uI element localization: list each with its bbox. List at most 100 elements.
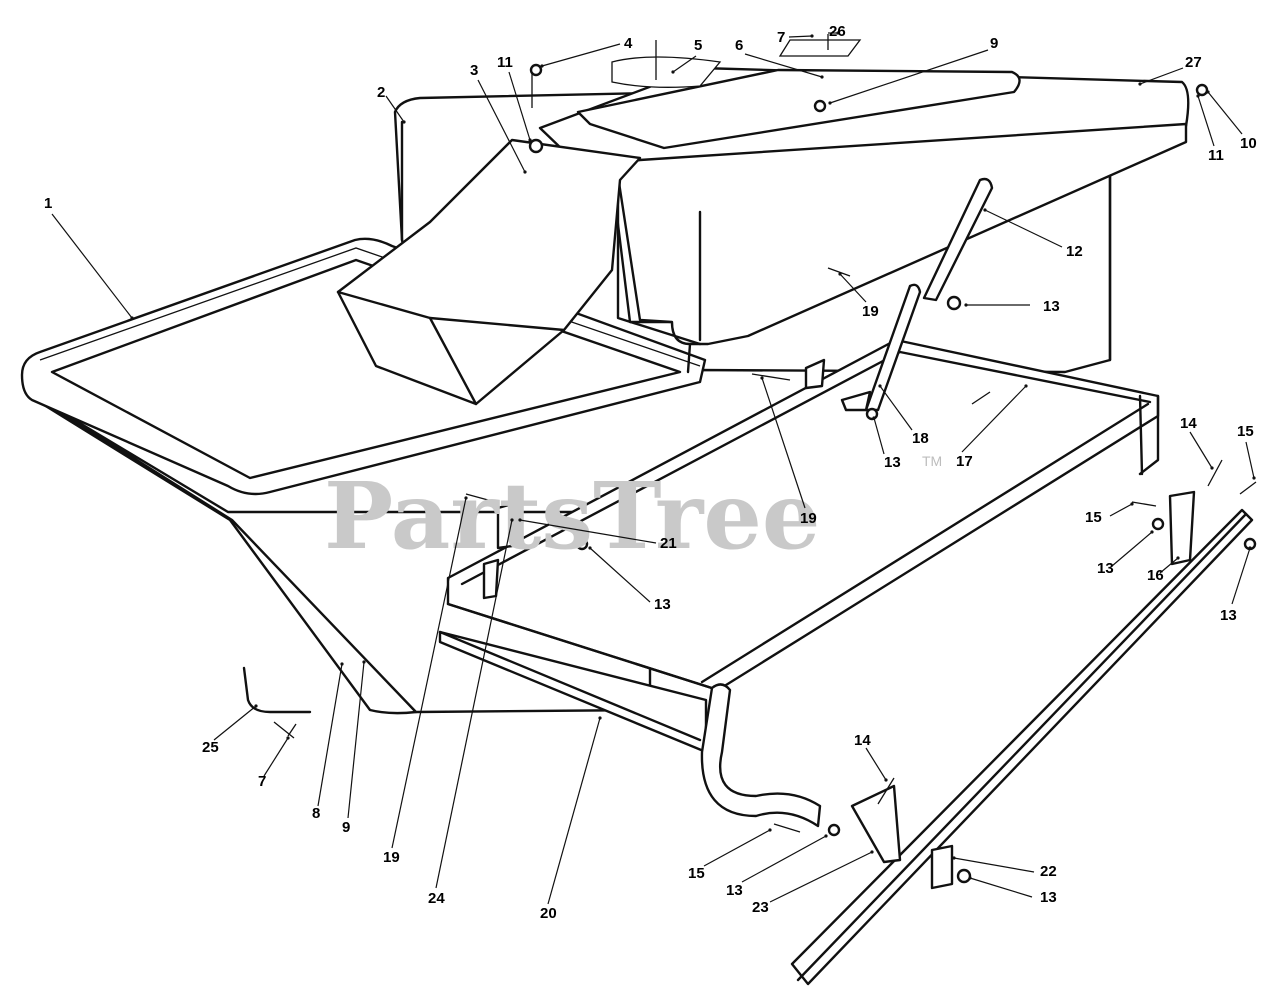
callout-leader-7 — [263, 737, 289, 777]
callout-leader-13 — [589, 547, 651, 603]
callout-label-19: 19 — [383, 849, 400, 866]
callout-leader-end-25 — [254, 704, 258, 708]
callout-leader-end-8 — [340, 662, 344, 666]
callout-leader-24 — [435, 519, 513, 889]
callout-leader-13 — [1231, 547, 1251, 605]
callout-leader-end-20 — [598, 716, 602, 720]
callout-leader-20 — [547, 717, 601, 905]
callout-leader-27 — [1139, 67, 1184, 85]
callout-label-11: 11 — [1208, 147, 1224, 164]
callout-label-15: 15 — [1085, 509, 1102, 526]
callout-leader-end-9 — [362, 660, 366, 664]
callout-leader-16 — [1159, 557, 1179, 574]
callout-label-13: 13 — [1097, 560, 1114, 577]
callout-leader-end-15 — [1130, 502, 1134, 506]
callout-leader-end-2 — [402, 120, 406, 124]
callout-leader-end-13 — [588, 546, 592, 550]
callout-label-17: 17 — [956, 453, 973, 470]
callout-label-19: 19 — [862, 303, 879, 320]
callout-leader-end-12 — [983, 208, 987, 212]
callout-leader-5 — [672, 55, 697, 73]
callout-leader-end-7 — [286, 736, 290, 740]
callout-label-16: 16 — [1147, 567, 1164, 584]
callout-label-22: 22 — [1040, 863, 1057, 880]
callout-leader-14 — [1189, 431, 1213, 469]
callout-leader-end-26 — [836, 31, 840, 35]
callout-leader-end-1 — [130, 316, 134, 320]
callout-label-2: 2 — [377, 84, 385, 101]
callout-label-21: 21 — [660, 535, 677, 552]
callout-leader-18 — [879, 385, 913, 431]
callout-label-14: 14 — [1180, 415, 1197, 432]
callout-leader-end-14 — [884, 778, 888, 782]
callout-label-19: 19 — [800, 510, 817, 527]
callout-label-11: 11 — [497, 54, 513, 71]
callout-leader-15 — [703, 829, 771, 867]
callout-leader-9 — [347, 661, 365, 819]
callout-leader-end-21 — [518, 518, 522, 522]
callout-leader-end-14 — [1210, 466, 1214, 470]
callout-leader-7 — [788, 35, 813, 38]
support-arms — [840, 177, 994, 412]
callout-label-15: 15 — [1237, 423, 1254, 440]
callout-label-24: 24 — [428, 890, 445, 907]
callout-leader-end-13 — [824, 834, 828, 838]
callout-leader-13 — [1111, 531, 1153, 567]
watermark-text: PartsTree — [324, 462, 820, 570]
hitch-brackets — [850, 490, 1196, 890]
callout-leader-end-13 — [1150, 530, 1154, 534]
callout-leader-15 — [1245, 441, 1255, 479]
callout-leader-11 — [508, 71, 531, 141]
callout-label-13: 13 — [884, 454, 901, 471]
callout-leader-end-13 — [964, 303, 968, 307]
hopper-lid — [538, 39, 1190, 374]
callout-leaders — [51, 31, 1256, 905]
callout-label-13: 13 — [654, 596, 671, 613]
callout-label-8: 8 — [312, 805, 320, 822]
callout-label-12: 12 — [1066, 243, 1083, 260]
callout-leader-19 — [761, 377, 806, 509]
callout-label-1: 1 — [44, 195, 52, 212]
callout-leader-8 — [317, 663, 343, 807]
callout-leader-end-6 — [820, 75, 824, 79]
callout-leader-14 — [865, 747, 887, 781]
callout-leader-end-7 — [810, 34, 814, 38]
callout-leader-end-3 — [523, 170, 527, 174]
callout-label-20: 20 — [540, 905, 557, 922]
callout-leader-11 — [1197, 95, 1215, 147]
callout-leader-end-11 — [528, 138, 532, 142]
callout-leader-10 — [1207, 91, 1243, 135]
callout-leader-end-22 — [952, 856, 956, 860]
callout-leader-15 — [1109, 503, 1133, 517]
callout-label-4: 4 — [624, 35, 633, 52]
callout-leader-13 — [873, 417, 885, 455]
callout-label-13: 13 — [726, 882, 743, 899]
callout-leader-end-15 — [1252, 476, 1256, 480]
callout-leader-2 — [385, 95, 405, 123]
callout-label-23: 23 — [752, 899, 769, 916]
callout-label-14: 14 — [854, 732, 871, 749]
bumper-bar — [790, 508, 1254, 986]
callout-leader-end-4 — [540, 64, 544, 68]
callout-leader-6 — [744, 53, 823, 78]
callout-label-9: 9 — [342, 819, 350, 836]
callout-leader-end-11 — [1196, 94, 1200, 98]
callout-label-7: 7 — [258, 773, 266, 790]
callout-leader-end-24 — [510, 518, 514, 522]
callout-label-15: 15 — [688, 865, 705, 882]
callout-leader-13 — [741, 835, 827, 883]
callout-leader-22 — [953, 857, 1035, 873]
callout-leader-19 — [839, 273, 867, 303]
callout-label-13: 13 — [1040, 889, 1057, 906]
callout-leader-end-17 — [1024, 384, 1028, 388]
handle — [242, 666, 312, 739]
callout-label-3: 3 — [470, 62, 478, 79]
callout-leader-end-23 — [870, 850, 874, 854]
callout-leader-end-19 — [760, 376, 764, 380]
callout-label-7: 7 — [777, 29, 785, 46]
callout-label-9: 9 — [990, 35, 998, 52]
callout-leader-end-27 — [1138, 82, 1142, 86]
callout-label-26: 26 — [829, 23, 846, 40]
